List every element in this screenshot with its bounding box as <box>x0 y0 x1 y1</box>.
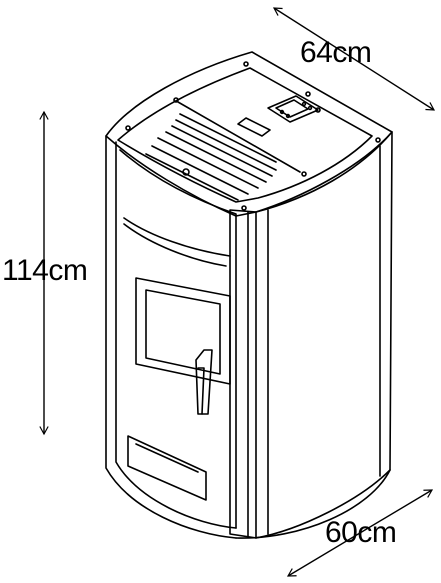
width-dimension-label: 64cm <box>300 36 372 69</box>
top-vent-grille <box>145 113 277 201</box>
door-handle <box>195 349 213 415</box>
screw <box>182 168 190 176</box>
top-hatch <box>237 117 271 137</box>
depth-dimension-arrow <box>286 489 434 577</box>
depth-dimension-label: 60cm <box>325 516 397 549</box>
ash-drawer <box>127 435 207 501</box>
stove-left-side-inner <box>115 141 237 529</box>
height-dimension-label: 114cm <box>2 254 88 287</box>
stove-left-side <box>105 135 237 539</box>
door-upper-curve <box>123 217 231 257</box>
stove-top-inner-rim <box>117 67 373 203</box>
door-top-edge <box>123 223 227 267</box>
screw <box>375 137 381 143</box>
screw <box>241 205 247 211</box>
ash-drawer-inner <box>135 443 199 473</box>
stove-base <box>235 469 391 539</box>
screw <box>301 171 307 177</box>
stove-top-outline <box>105 51 393 217</box>
screw <box>243 61 249 67</box>
door-window-inner <box>145 289 221 375</box>
screw <box>305 91 311 97</box>
front-pillar <box>229 209 257 539</box>
door-handle-grip <box>197 367 205 415</box>
stove-body <box>105 51 393 539</box>
stove-right-side <box>255 131 393 539</box>
top-split-line <box>177 101 301 173</box>
screw <box>125 125 131 131</box>
screw <box>173 97 179 103</box>
width-dimension-arrow <box>272 7 436 111</box>
control-display-icon <box>267 95 319 123</box>
